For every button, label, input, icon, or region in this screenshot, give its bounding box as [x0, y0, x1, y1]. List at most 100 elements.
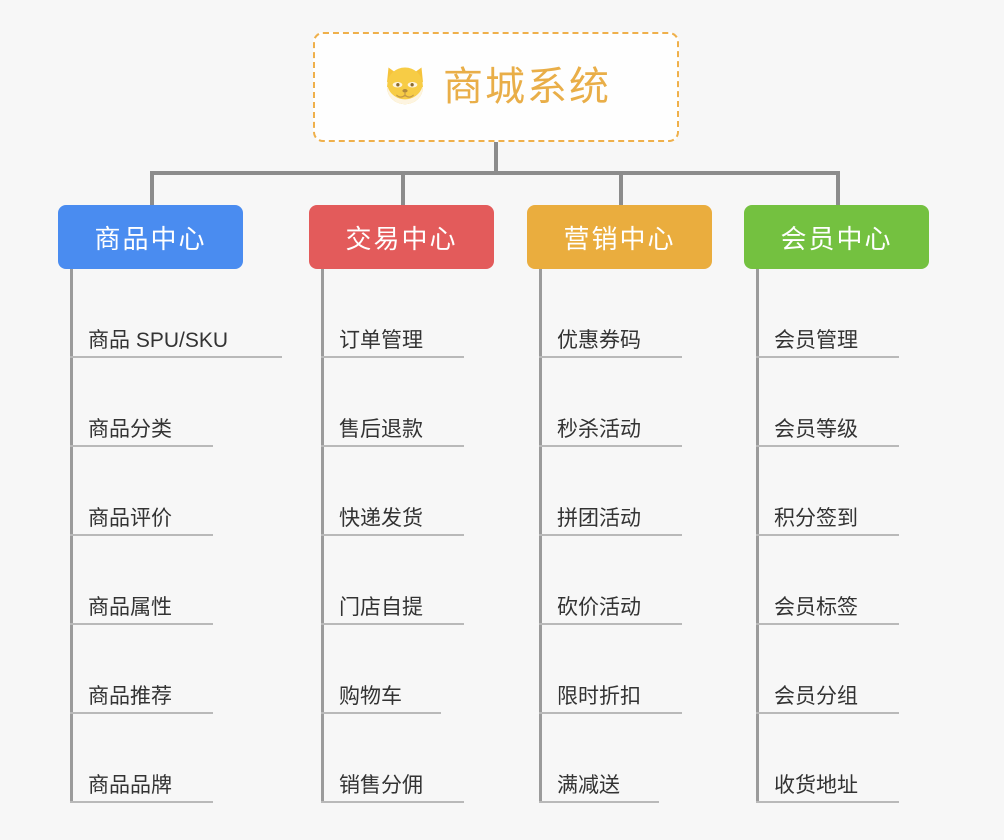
- leaf-label: 订单管理: [339, 328, 423, 352]
- connector-drop-3: [619, 171, 623, 205]
- leaf-label: 秒杀活动: [557, 417, 641, 441]
- list-item[interactable]: 订单管理: [309, 269, 494, 358]
- list-item[interactable]: 商品品牌: [58, 714, 243, 803]
- connector-drop-1: [150, 171, 154, 205]
- leaf-underline: [756, 623, 899, 625]
- leaf-underline: [539, 445, 682, 447]
- connector-drop-4: [836, 171, 840, 205]
- leaf-underline: [70, 712, 213, 714]
- category-header-trade[interactable]: 交易中心: [309, 205, 494, 269]
- category-header-label: 营销中心: [563, 223, 676, 254]
- list-item[interactable]: 积分签到: [744, 447, 929, 536]
- leaf-underline: [756, 445, 899, 447]
- leaf-underline: [321, 712, 441, 714]
- leaf-label: 限时折扣: [557, 684, 641, 708]
- list-item[interactable]: 会员管理: [744, 269, 929, 358]
- leaf-label: 销售分佣: [339, 773, 423, 797]
- leaf-list-trade: 订单管理 售后退款 快递发货 门店自提 购物车 销售分佣: [309, 269, 494, 803]
- leaf-label: 满减送: [557, 773, 620, 797]
- leaf-underline: [539, 712, 682, 714]
- leaf-label: 商品 SPU/SKU: [88, 328, 229, 352]
- leaf-label: 售后退款: [339, 417, 423, 441]
- column-spine-marketing: [539, 269, 542, 803]
- list-item[interactable]: 砍价活动: [527, 536, 712, 625]
- leaf-underline: [321, 356, 464, 358]
- leaf-label: 商品推荐: [88, 684, 172, 708]
- list-item[interactable]: 商品评价: [58, 447, 243, 536]
- branch-column-product: 商品中心 商品 SPU/SKU 商品分类 商品评价 商品属性 商品推荐: [58, 205, 282, 803]
- leaf-label: 购物车: [339, 684, 402, 708]
- leaf-list-product: 商品 SPU/SKU 商品分类 商品评价 商品属性 商品推荐 商品品牌: [58, 269, 282, 803]
- branch-column-trade: 交易中心 订单管理 售后退款 快递发货 门店自提 购物车: [309, 205, 494, 803]
- leaf-label: 会员分组: [774, 684, 858, 708]
- list-item[interactable]: 会员等级: [744, 358, 929, 447]
- leaf-label: 商品品牌: [88, 773, 172, 797]
- list-item[interactable]: 会员标签: [744, 536, 929, 625]
- leaf-underline: [321, 623, 464, 625]
- list-item[interactable]: 售后退款: [309, 358, 494, 447]
- list-item[interactable]: 会员分组: [744, 625, 929, 714]
- root-node[interactable]: 商城系统: [313, 32, 679, 142]
- list-item[interactable]: 门店自提: [309, 536, 494, 625]
- root-title: 商城系统: [443, 65, 611, 109]
- connector-drop-2: [401, 171, 405, 205]
- connector-horizontal-bus: [150, 171, 840, 175]
- list-item[interactable]: 秒杀活动: [527, 358, 712, 447]
- list-item[interactable]: 商品推荐: [58, 625, 243, 714]
- leaf-underline: [539, 356, 682, 358]
- branch-column-member: 会员中心 会员管理 会员等级 积分签到 会员标签 会员分组: [744, 205, 929, 803]
- leaf-underline: [756, 356, 899, 358]
- leaf-label: 快递发货: [339, 506, 423, 530]
- leaf-label: 会员等级: [774, 417, 858, 441]
- leaf-underline: [539, 534, 682, 536]
- leaf-label: 优惠券码: [557, 328, 641, 352]
- list-item[interactable]: 优惠券码: [527, 269, 712, 358]
- category-header-marketing[interactable]: 营销中心: [527, 205, 712, 269]
- list-item[interactable]: 商品分类: [58, 358, 243, 447]
- leaf-underline: [321, 534, 464, 536]
- list-item[interactable]: 拼团活动: [527, 447, 712, 536]
- category-header-label: 会员中心: [780, 223, 893, 254]
- category-header-product[interactable]: 商品中心: [58, 205, 243, 269]
- list-item[interactable]: 限时折扣: [527, 625, 712, 714]
- category-header-label: 交易中心: [345, 223, 458, 254]
- leaf-label: 门店自提: [339, 595, 423, 619]
- leaf-label: 商品属性: [88, 595, 172, 619]
- leaf-underline: [539, 801, 659, 803]
- column-spine-product: [70, 269, 73, 803]
- list-item[interactable]: 商品 SPU/SKU: [58, 269, 282, 358]
- leaf-underline: [70, 534, 213, 536]
- leaf-underline: [756, 534, 899, 536]
- leaf-underline: [321, 801, 464, 803]
- leaf-label: 商品评价: [88, 506, 172, 530]
- leaf-list-marketing: 优惠券码 秒杀活动 拼团活动 砍价活动 限时折扣 满减送: [527, 269, 712, 803]
- leaf-label: 会员管理: [774, 328, 858, 352]
- leaf-underline: [321, 445, 464, 447]
- list-item[interactable]: 快递发货: [309, 447, 494, 536]
- branch-column-marketing: 营销中心 优惠券码 秒杀活动 拼团活动 砍价活动 限时折扣: [527, 205, 712, 803]
- leaf-label: 商品分类: [88, 417, 172, 441]
- connector-root-stem: [494, 142, 498, 174]
- leaf-underline: [70, 445, 213, 447]
- column-spine-trade: [321, 269, 324, 803]
- leaf-underline: [70, 801, 213, 803]
- list-item[interactable]: 购物车: [309, 625, 494, 714]
- list-item[interactable]: 满减送: [527, 714, 712, 803]
- category-header-member[interactable]: 会员中心: [744, 205, 929, 269]
- leaf-label: 砍价活动: [557, 595, 641, 619]
- list-item[interactable]: 收货地址: [744, 714, 929, 803]
- leaf-label: 积分签到: [774, 506, 858, 530]
- leaf-label: 会员标签: [774, 595, 858, 619]
- leaf-underline: [70, 623, 213, 625]
- leaf-underline: [756, 712, 899, 714]
- leaf-label: 收货地址: [774, 773, 858, 797]
- list-item[interactable]: 商品属性: [58, 536, 243, 625]
- leaf-underline: [70, 356, 282, 358]
- shiba-dog-icon: [387, 67, 423, 105]
- leaf-underline: [756, 801, 899, 803]
- leaf-underline: [539, 623, 682, 625]
- column-spine-member: [756, 269, 759, 803]
- list-item[interactable]: 销售分佣: [309, 714, 494, 803]
- leaf-label: 拼团活动: [557, 506, 641, 530]
